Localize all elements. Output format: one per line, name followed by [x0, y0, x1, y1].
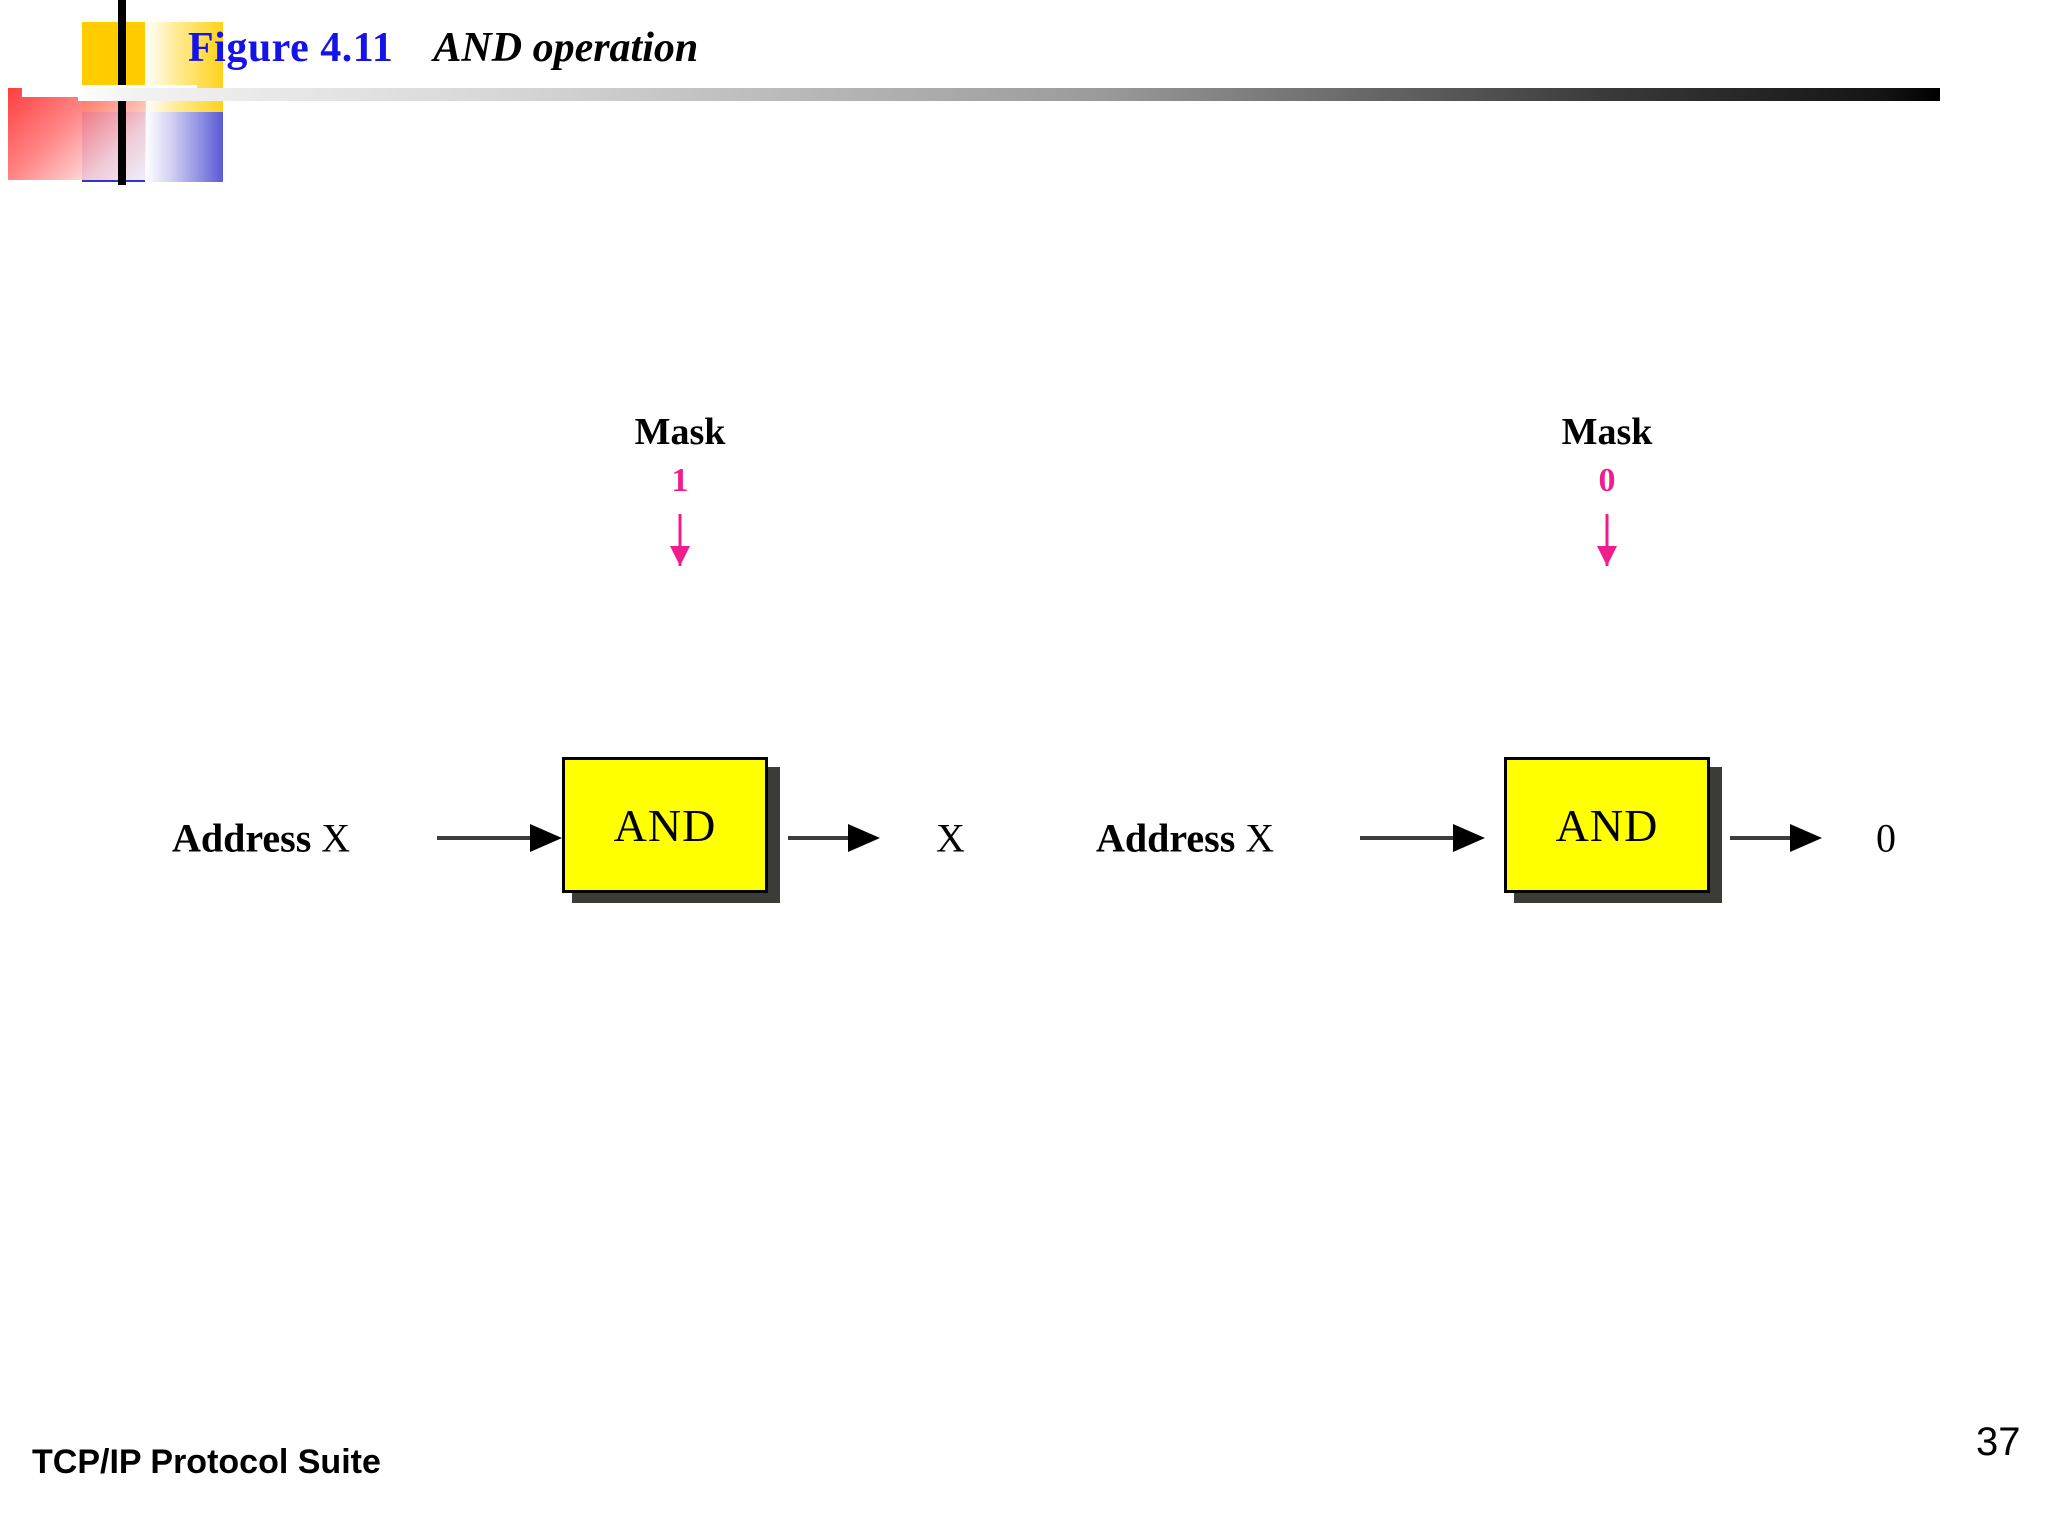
- mask-label-left: Mask: [634, 411, 726, 453]
- input-arrow-head-left: [530, 824, 562, 852]
- and-gate-label-left: AND: [613, 799, 717, 851]
- and-gate-box-left: AND: [562, 757, 768, 893]
- mask-arrow-head-left: [670, 546, 690, 566]
- input-arrow-head-right: [1453, 824, 1485, 852]
- mask-value-left: 1: [671, 462, 689, 499]
- mask-value-right: 0: [1598, 462, 1616, 499]
- input-arrow-line-left: [437, 836, 552, 840]
- mask-arrow-line-left: [678, 514, 682, 566]
- figure-caption: AND operation: [433, 25, 699, 71]
- output-arrow-line-right: [1730, 836, 1812, 840]
- result-label-left: X: [936, 815, 965, 861]
- output-arrow-line-left: [788, 836, 870, 840]
- output-arrow-head-left: [848, 824, 880, 852]
- deco-yellow-gradient-square: [145, 22, 223, 122]
- slide-decoration: [0, 0, 300, 240]
- result-label-right: 0: [1876, 815, 1896, 861]
- and-gate-box-right: AND: [1504, 757, 1710, 893]
- address-variable-left: X: [321, 815, 351, 861]
- header-divider: [78, 88, 1940, 101]
- input-arrow-line-right: [1360, 836, 1475, 840]
- address-variable-right: X: [1245, 815, 1275, 861]
- and-gate-label-right: AND: [1555, 799, 1659, 851]
- address-word-left: Address: [172, 815, 312, 861]
- figure-number: Figure 4.11: [188, 25, 394, 71]
- page-number: 37: [1976, 1420, 2021, 1464]
- address-word-right: Address: [1096, 815, 1236, 861]
- mask-label-right: Mask: [1561, 411, 1653, 453]
- output-arrow-head-right: [1790, 824, 1822, 852]
- mask-arrow-line-right: [1605, 514, 1609, 566]
- page-title: Figure 4.11 AND operation: [188, 24, 698, 72]
- footer-book-title: TCP/IP Protocol Suite: [32, 1443, 381, 1481]
- deco-blue-gradient-square: [145, 112, 223, 182]
- mask-arrow-head-right: [1597, 546, 1617, 566]
